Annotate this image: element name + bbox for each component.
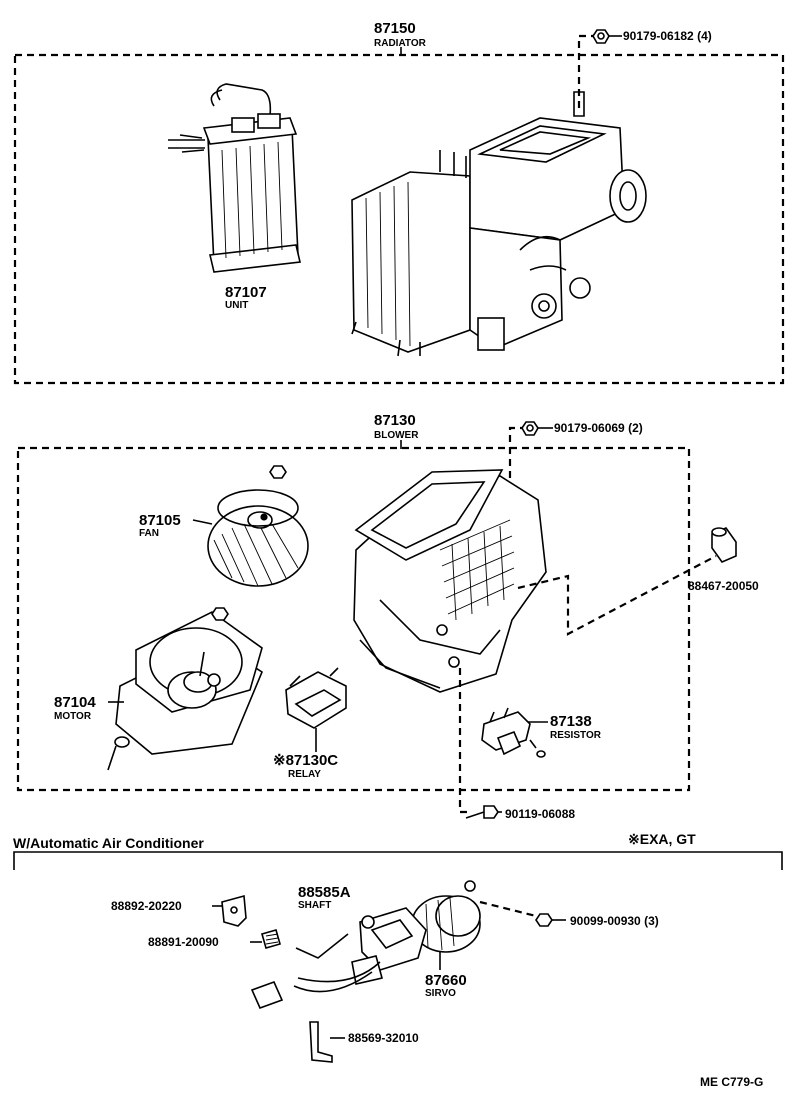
blower-bolt-icon (521, 421, 539, 436)
blower-group: 87130 BLOWER 90179-06069 (2) 87105 FAN (16, 412, 759, 821)
auto-ac-heading: W/Automatic Air Conditioner (13, 835, 204, 851)
relay-name: RELAY (288, 769, 321, 780)
bracket-a-code: 88892-20220 (111, 899, 182, 913)
servo-number: 87660 (425, 972, 467, 989)
shaft-drawing (295, 933, 349, 959)
heater-housing-drawing (351, 91, 647, 357)
radiator-unit-number: 87107 (225, 284, 267, 301)
servo-name: SIRVO (425, 988, 456, 999)
motor-screw-icon (107, 736, 130, 771)
shaft-number: 88585A (298, 884, 351, 901)
bracket-a-drawing (221, 894, 247, 927)
blower-bolt-code: 90179-06069 (2) (554, 421, 643, 435)
plug-leader (517, 555, 717, 636)
radiator-group: 87150 RADIATOR 90179-06182 (4) 87107 UNI… (13, 20, 785, 385)
fan-drawing (207, 489, 309, 587)
fan-nut-icon (269, 465, 287, 479)
motor-name: MOTOR (54, 711, 92, 722)
blower-group-box (16, 446, 691, 792)
resistor-drawing (481, 707, 531, 756)
motor-drawing (115, 611, 263, 755)
blower-case-drawing (353, 469, 547, 693)
fan-leader (192, 519, 213, 525)
auto-ac-frame (13, 851, 783, 870)
radiator-group-number: 87150 (374, 20, 416, 37)
auto-ac-section: W/Automatic Air Conditioner ※EXA, GT 888… (13, 831, 783, 1063)
bracket-b-drawing (261, 929, 281, 949)
servo-screw-icon (535, 913, 553, 927)
motor-nut-icon (211, 607, 229, 621)
resistor-name: RESISTOR (550, 730, 602, 741)
shaft-name: SHAFT (298, 900, 331, 911)
relay-drawing (285, 667, 347, 752)
fan-number: 87105 (139, 512, 181, 529)
resistor-screw-icon (529, 739, 546, 758)
servo-screw-code: 90099-00930 (3) (570, 914, 659, 928)
blower-screw-code: 90119-06088 (505, 807, 575, 821)
radiator-bolt-code: 90179-06182 (4) (623, 29, 712, 43)
radiator-bolt-icon (592, 29, 610, 44)
relay-number: ※87130C (273, 752, 338, 769)
motor-number: 87104 (54, 694, 96, 711)
plug-icon (711, 527, 737, 563)
servo-drawing (250, 880, 481, 1010)
fan-name: FAN (139, 528, 159, 539)
radiator-unit-drawing (168, 83, 301, 273)
radiator-group-name: RADIATOR (374, 38, 427, 49)
plug-number: 88467-20050 (688, 579, 759, 593)
radiator-unit-name: UNIT (225, 300, 248, 311)
clip-drawing (309, 1021, 333, 1063)
auto-ac-note: ※EXA, GT (628, 831, 696, 847)
blower-screw-leader (458, 668, 470, 814)
servo-screw-leader (479, 900, 537, 918)
figure-code: ME C779-G (700, 1075, 763, 1089)
bracket-b-code: 88891-20090 (148, 935, 219, 949)
radiator-bolt-leader (577, 34, 594, 108)
blower-group-name: BLOWER (374, 430, 419, 441)
clip-code: 88569-32010 (348, 1031, 419, 1045)
blower-screw-icon (465, 805, 499, 819)
radiator-group-box (13, 53, 785, 385)
resistor-number: 87138 (550, 713, 592, 730)
blower-bolt-leader (508, 426, 522, 478)
blower-group-number: 87130 (374, 412, 416, 429)
